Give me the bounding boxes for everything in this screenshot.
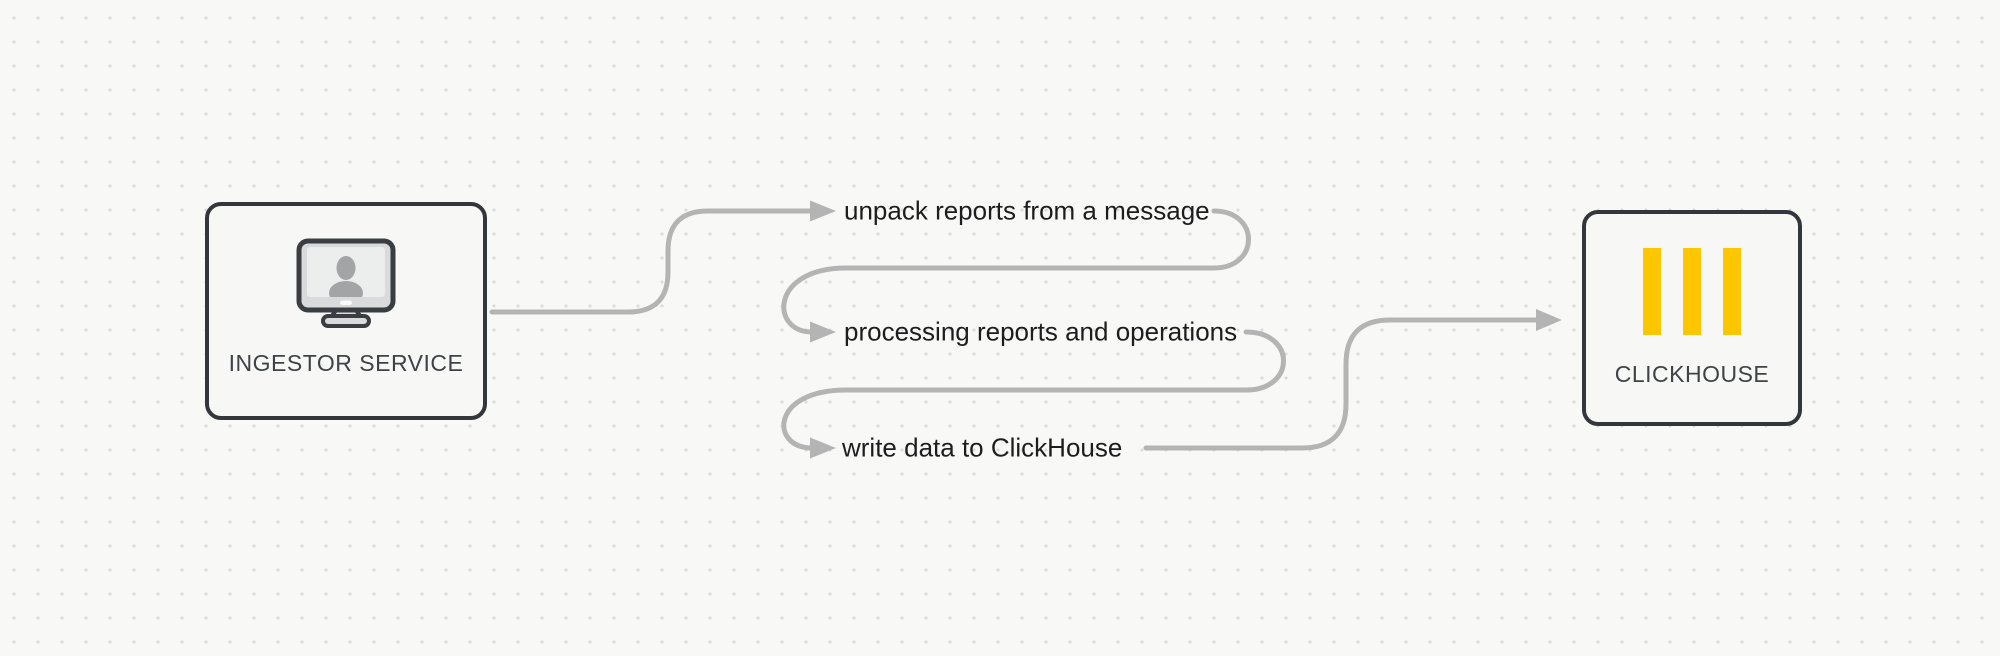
arrowhead-target-icon: [1536, 309, 1562, 331]
clickhouse-bar: [1643, 248, 1661, 335]
connector-step1-to-step2: [781, 208, 1251, 335]
node-clickhouse: CLICKHOUSE: [1582, 210, 1802, 426]
connector-source-to-step1: [489, 208, 815, 315]
workstation-monitor-icon: [296, 238, 396, 328]
arrowhead-step1-icon: [810, 200, 836, 222]
ingestor-service-label: INGESTOR SERVICE: [228, 350, 464, 376]
clickhouse-label: CLICKHOUSE: [1614, 361, 1770, 387]
connector-step2-to-step3: [781, 329, 1286, 451]
step-label-write-data: write data to ClickHouse: [842, 432, 1123, 463]
user-silhouette-icon: [329, 256, 363, 297]
arrowhead-step3-icon: [810, 437, 836, 459]
node-ingestor-service: INGESTOR SERVICE: [205, 202, 487, 420]
connector-step3-to-target: [1143, 317, 1541, 451]
arrowhead-step2-icon: [810, 321, 836, 343]
clickhouse-bars-logo-icon: [1643, 248, 1741, 335]
step-label-processing-reports: processing reports and operations: [844, 316, 1238, 347]
clickhouse-bar: [1723, 248, 1741, 335]
step-label-unpack-reports: unpack reports from a message: [844, 195, 1210, 226]
clickhouse-bar: [1683, 248, 1701, 335]
